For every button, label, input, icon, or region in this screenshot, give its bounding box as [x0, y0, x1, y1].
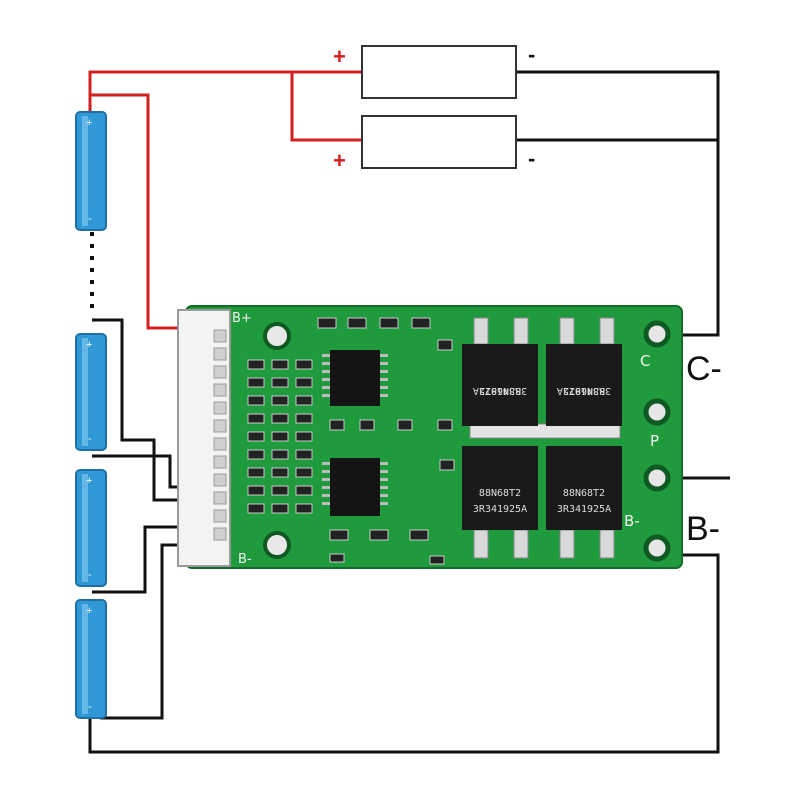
- pad-c: [643, 320, 671, 348]
- resistor-2-plus: +: [333, 148, 346, 173]
- mosfet-1-line1: 3R341925A: [473, 385, 527, 396]
- resistor-1: [361, 45, 517, 99]
- board-p-label: P: [650, 432, 660, 450]
- red-wire-branch: [290, 72, 362, 142]
- resistor-1-plus: +: [333, 44, 346, 69]
- ic-bottom: [330, 458, 380, 516]
- black-wires: [88, 70, 730, 754]
- cell-2: [75, 333, 107, 451]
- red-wire-main: [88, 70, 362, 112]
- b-minus-label: B-: [686, 510, 720, 548]
- mosfet-4-line1: 88N68T2: [563, 488, 605, 499]
- smd-components: [247, 317, 455, 565]
- mosfet-3-line1: 88N68T2: [479, 488, 521, 499]
- black-wire-resistors: [516, 70, 720, 337]
- connector-pins: [213, 329, 227, 541]
- cell-1: [75, 111, 107, 231]
- ic-chips: [322, 350, 388, 516]
- balance-wire-4: [100, 543, 180, 720]
- cell-1-minus: -: [88, 213, 92, 225]
- mount-hole-top: [263, 322, 291, 350]
- resistor-2-minus: -: [528, 146, 536, 171]
- mosfet-2-line1: 3R341925A: [557, 385, 611, 396]
- c-minus-label: C-: [686, 350, 722, 388]
- balance-wire-3: [92, 525, 180, 594]
- ic-top: [330, 350, 380, 406]
- mosfet-4-line2: 3R341925A: [557, 504, 611, 515]
- pad-mid: [643, 398, 671, 426]
- resistor-2: [361, 115, 517, 169]
- mosfet-3: [462, 446, 538, 530]
- mosfets: 3R341925A 88N68T2 3R341925A 88N68T2 88N6…: [462, 344, 622, 530]
- cell-4-plus: +: [86, 605, 93, 617]
- mosfet-3-line2: 3R341925A: [473, 504, 527, 515]
- terminal-pads: [643, 320, 671, 562]
- cell-4: [75, 599, 107, 719]
- cell-4-minus: -: [88, 701, 92, 713]
- cell-2-plus: +: [86, 339, 93, 351]
- board-c-label: C: [640, 352, 651, 370]
- board-b-label: B-: [624, 512, 640, 530]
- balance-wire-1: [92, 318, 180, 502]
- battery-cells: [75, 111, 107, 719]
- pad-p: [643, 464, 671, 492]
- board-b-minus-label: B-: [238, 552, 252, 567]
- cell-1-plus: +: [86, 117, 93, 129]
- pad-b: [643, 534, 671, 562]
- mosfet-1-line2: 88N68T2: [479, 385, 521, 396]
- resistor-1-minus: -: [528, 42, 536, 67]
- red-wire-bplus: [90, 93, 180, 330]
- cell-3-minus: -: [88, 569, 92, 581]
- mount-hole-bottom: [263, 531, 291, 559]
- mosfet-4: [546, 446, 622, 530]
- cell-3: [75, 469, 107, 587]
- cell-3-plus: +: [86, 475, 93, 487]
- balance-wire-2: [92, 454, 180, 489]
- cell-2-minus: -: [88, 433, 92, 445]
- black-wire-b-minus: [88, 553, 720, 754]
- bms-board: 3R341925A 88N68T2 3R341925A 88N68T2 88N6…: [177, 305, 683, 569]
- red-wires: [88, 70, 362, 330]
- mosfet-2-line2: 88N68T2: [563, 385, 605, 396]
- mosfet-1: [462, 344, 538, 426]
- mosfet-2: [546, 344, 622, 426]
- board-b-plus-label: B+: [232, 311, 252, 326]
